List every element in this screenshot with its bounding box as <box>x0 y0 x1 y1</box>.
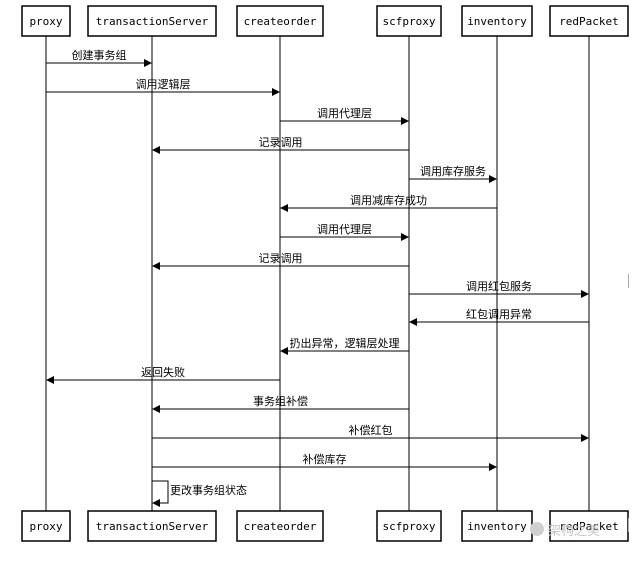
edge-mark <box>628 274 633 288</box>
participant-label-scfproxy: scfproxy <box>383 15 436 28</box>
participant-top-proxy <box>21 5 71 37</box>
message-arrowhead <box>581 290 589 298</box>
participant-top-inventory <box>461 5 533 37</box>
message-label: 红包调用异常 <box>466 308 532 321</box>
participant-label-createorder: createorder <box>244 15 317 28</box>
participant-bottom-scfproxy <box>376 510 442 542</box>
message-arrowhead <box>152 499 160 507</box>
message-arrowhead <box>144 59 152 67</box>
wechat-icon <box>530 522 544 536</box>
message-arrowhead <box>152 146 160 154</box>
message-label: 扔出异常，逻辑层处理 <box>290 336 400 350</box>
message-self-line <box>152 480 169 504</box>
message-arrowhead <box>152 405 160 413</box>
participant-bottom-proxy <box>21 510 71 542</box>
participant-label-redPacket: redPacket <box>559 15 619 28</box>
message-label: 创建事务组 <box>72 48 127 62</box>
participant-top-scfproxy <box>376 5 442 37</box>
message-label: 返回失败 <box>141 365 185 379</box>
participant-top-redPacket <box>549 5 629 37</box>
participant-bottom-redPacket <box>549 510 629 542</box>
message-label: 调用减库存成功 <box>350 193 427 207</box>
message-arrowhead <box>409 318 417 326</box>
message-arrowhead <box>46 376 54 384</box>
message-label: 调用代理层 <box>317 223 372 236</box>
message-label: 补偿红包 <box>349 423 393 437</box>
watermark-text: 架构之美 <box>548 524 601 539</box>
participant-top-createorder <box>236 5 324 37</box>
participant-label-transactionServer: transactionServer <box>96 520 209 533</box>
participant-label-redPacket: redPacket <box>559 520 619 533</box>
participant-bottom-inventory <box>461 510 533 542</box>
message-label: 调用代理层 <box>317 107 372 120</box>
message-label: 记录调用 <box>259 252 303 265</box>
message-label: 调用逻辑层 <box>136 77 191 91</box>
edge-mark <box>628 518 633 532</box>
message-arrowhead <box>581 434 589 442</box>
participant-label-inventory: inventory <box>467 520 527 533</box>
message-label: 更改事务组状态 <box>170 483 247 497</box>
participant-bottom-createorder <box>236 510 324 542</box>
message-arrowhead <box>272 88 280 96</box>
participant-label-proxy: proxy <box>29 520 62 533</box>
message-label: 事务组补偿 <box>253 394 308 408</box>
message-arrowhead <box>152 262 160 270</box>
participant-label-inventory: inventory <box>467 15 527 28</box>
participant-label-proxy: proxy <box>29 15 62 28</box>
participant-top-transactionServer <box>87 5 217 37</box>
message-arrowhead <box>489 175 497 183</box>
message-arrowhead <box>401 233 409 241</box>
message-label: 补偿库存 <box>303 452 347 466</box>
participant-label-transactionServer: transactionServer <box>96 15 209 28</box>
message-arrowhead <box>401 117 409 125</box>
message-arrowhead <box>489 463 497 471</box>
message-label: 调用库存服务 <box>420 164 486 178</box>
message-label: 调用红包服务 <box>466 280 532 293</box>
participant-label-scfproxy: scfproxy <box>383 520 436 533</box>
message-arrowhead <box>280 204 288 212</box>
message-label: 记录调用 <box>259 136 303 149</box>
message-arrowhead <box>280 347 288 355</box>
participant-label-createorder: createorder <box>244 520 317 533</box>
participant-bottom-transactionServer <box>87 510 217 542</box>
